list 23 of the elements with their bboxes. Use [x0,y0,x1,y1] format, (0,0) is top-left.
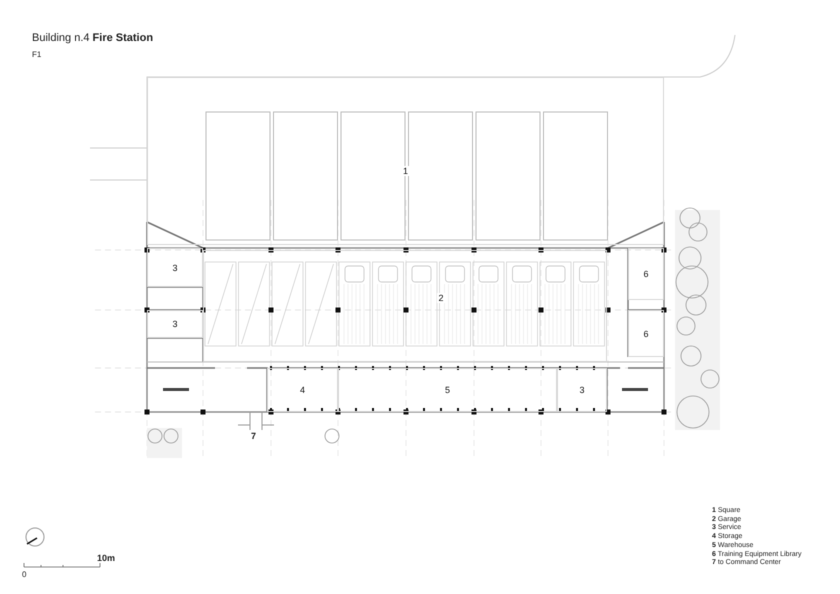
room-area [203,250,607,362]
room-area [557,368,607,412]
sheet-label: F1 [32,50,42,59]
room-area [147,310,203,338]
scale-label: 0 [22,570,26,579]
room-number: 3 [578,385,586,395]
room-area [628,248,664,300]
room-area [147,77,664,245]
room-number: 5 [444,385,451,395]
room-number: 1 [402,166,409,176]
room-number: 6 [642,328,650,338]
room-area [628,310,664,357]
room-area [338,368,557,412]
room-number: 6 [642,269,650,279]
room-number: 3 [171,319,178,329]
room-number: 2 [437,293,444,303]
room-area [147,248,203,287]
scale-label: 10m [97,553,116,563]
room-number: 3 [171,262,178,272]
room-number: 4 [298,385,306,395]
room-number: 7 [251,431,256,441]
title-text: Building n.4 Fire Station [32,32,154,44]
room-area [267,368,338,412]
